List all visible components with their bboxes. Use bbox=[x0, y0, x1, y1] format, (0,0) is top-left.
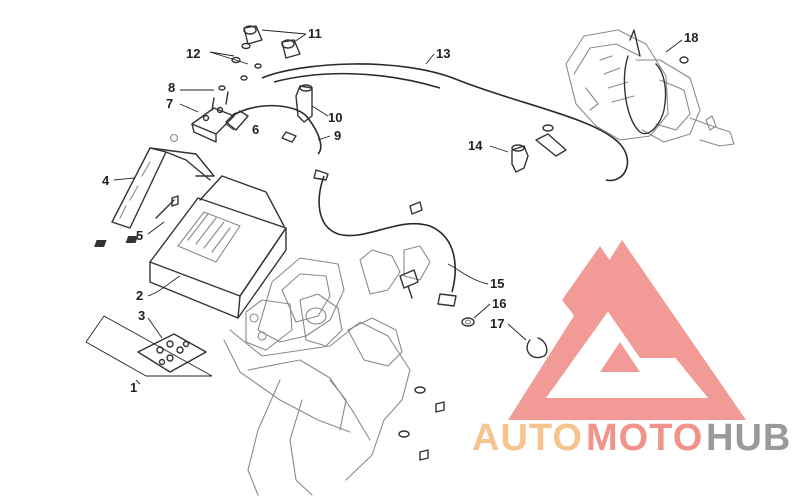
callout-12: 12 bbox=[186, 46, 200, 61]
watermark-triangle-logo bbox=[508, 240, 746, 420]
battery-bracket bbox=[111, 133, 215, 229]
boot-14 bbox=[511, 144, 529, 173]
callout-17: 17 bbox=[490, 316, 504, 331]
callout-2: 2 bbox=[136, 288, 143, 303]
terminal-kit-3 bbox=[137, 333, 207, 373]
callout-14: 14 bbox=[468, 138, 483, 153]
callout-8: 8 bbox=[168, 80, 175, 95]
cable-lug-14 bbox=[535, 124, 567, 157]
callout-7: 7 bbox=[166, 96, 173, 111]
watermark-wordmark: AUTO MOTO HUB bbox=[472, 417, 791, 459]
clip-17 bbox=[526, 337, 548, 359]
cable-15 bbox=[312, 169, 457, 307]
callout-6: 6 bbox=[252, 122, 259, 137]
starter-motor bbox=[565, 29, 735, 147]
relay-assembly bbox=[191, 91, 235, 143]
callout-15: 15 bbox=[490, 276, 504, 291]
terminal-caps-11 bbox=[243, 25, 301, 59]
callout-18: 18 bbox=[684, 30, 698, 45]
watermark-outer-triangle bbox=[508, 240, 746, 420]
callout-5: 5 bbox=[136, 228, 143, 243]
watermark-word-auto: AUTO bbox=[472, 417, 583, 459]
kit-bracket-1 bbox=[85, 315, 213, 377]
watermark-word-hub: HUB bbox=[706, 417, 791, 459]
callout-10: 10 bbox=[328, 110, 342, 125]
watermark-small-triangle bbox=[600, 342, 640, 372]
frame-chassis bbox=[223, 245, 431, 496]
washers-8-12 bbox=[218, 42, 262, 91]
callout-16: 16 bbox=[492, 296, 506, 311]
callout-labels: 1 2 3 4 5 6 7 8 9 10 11 12 13 14 15 16 1… bbox=[102, 26, 698, 395]
callout-11: 11 bbox=[308, 26, 322, 41]
callout-13: 13 bbox=[436, 46, 450, 61]
callout-9: 9 bbox=[334, 128, 341, 143]
watermark-inner-triangle bbox=[562, 246, 676, 358]
battery-label-block-2 bbox=[125, 236, 139, 243]
callout-3: 3 bbox=[138, 308, 145, 323]
bolt-15 bbox=[399, 201, 423, 299]
floor-screws bbox=[398, 386, 445, 461]
cable-9 bbox=[231, 100, 326, 161]
bolt-5 bbox=[155, 195, 179, 219]
callout-1: 1 bbox=[130, 380, 137, 395]
battery bbox=[94, 175, 287, 319]
boot-10 bbox=[295, 84, 313, 123]
washer-16 bbox=[461, 317, 475, 327]
battery-label-block bbox=[94, 240, 107, 247]
watermark-word-moto: MOTO bbox=[586, 417, 703, 459]
leader-lines bbox=[113, 29, 683, 385]
cable-13 bbox=[261, 56, 636, 188]
callout-4: 4 bbox=[102, 173, 110, 188]
